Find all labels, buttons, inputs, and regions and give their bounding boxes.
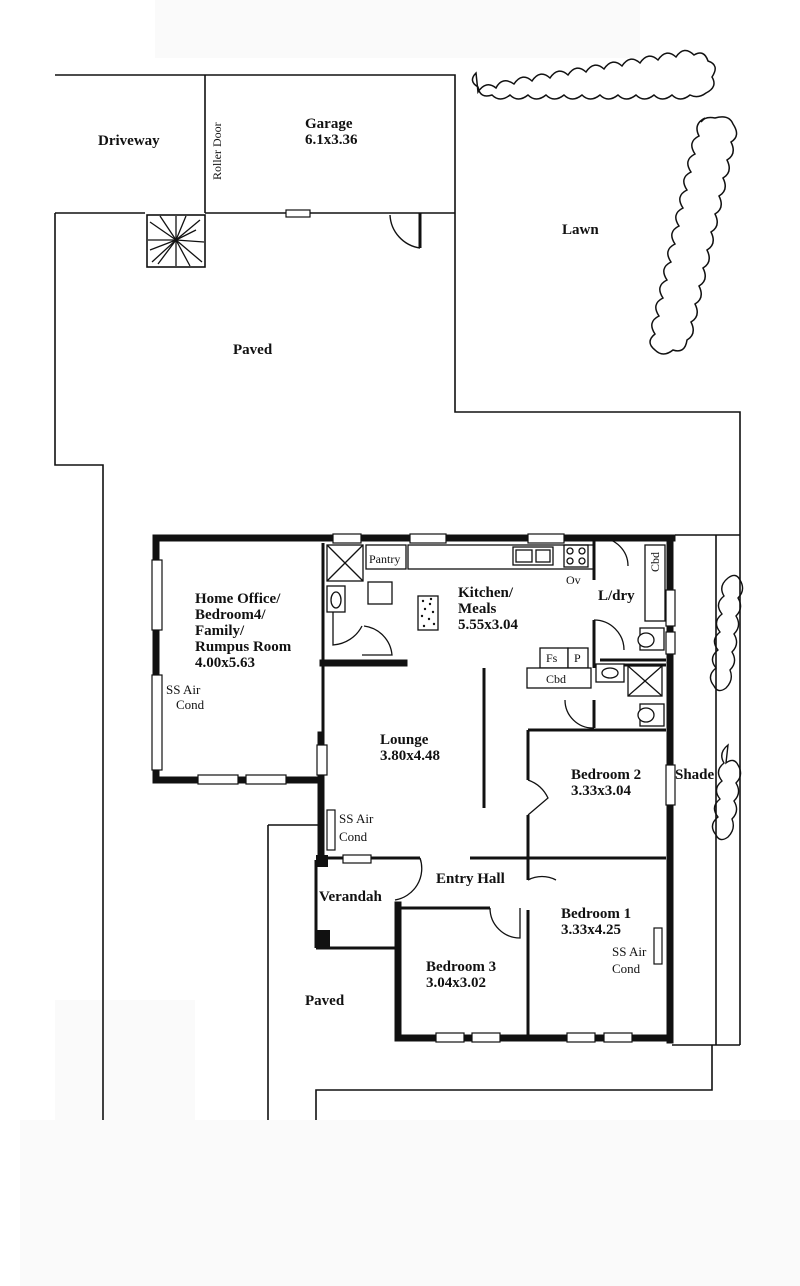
bedroom1-name: Bedroom 1 — [561, 906, 631, 922]
ss-air-office-line2: Cond — [176, 697, 205, 712]
kitchen-size: 5.55x3.04 — [458, 617, 519, 633]
kitchen-line2: Meals — [458, 601, 496, 617]
laundry-cabinet — [644, 544, 666, 622]
bottom-left-panel — [55, 1000, 195, 1120]
bedroom1-size: 3.33x4.25 — [561, 922, 621, 938]
hedge-right-icon — [649, 116, 738, 355]
top-panel — [155, 0, 640, 58]
pantry-box — [365, 544, 407, 570]
fixtures — [326, 544, 666, 727]
ss-air-bed1-line2: Cond — [612, 961, 641, 976]
laundry-label: L/dry — [598, 588, 635, 604]
hedge-top-icon — [471, 49, 716, 100]
bedroom3-name: Bedroom 3 — [426, 959, 496, 975]
cbd-box — [526, 667, 592, 689]
garage-name: Garage — [305, 116, 353, 132]
kitchen-island — [417, 595, 439, 631]
home-office-line1: Home Office/ — [195, 591, 281, 607]
garage-door-swing — [389, 213, 421, 249]
paved-top-label: Paved — [233, 342, 273, 358]
driveway-label: Driveway — [98, 133, 160, 149]
verandah-label: Verandah — [319, 889, 382, 905]
garage-window — [285, 209, 311, 218]
paved-bottom-label: Paved — [305, 993, 345, 1009]
laundry-cbd-label: Cbd — [648, 552, 662, 572]
home-office-line4: Rumpus Room — [195, 639, 292, 655]
kitchen-cbd-label: Cbd — [546, 672, 566, 686]
ss-air-office-line1: SS Air — [166, 682, 201, 697]
home-office-line2: Bedroom4/ — [195, 607, 266, 623]
bottom-panel — [20, 1120, 800, 1286]
ss-air-lounge-line1: SS Air — [339, 811, 374, 826]
door-swings — [332, 537, 629, 939]
garage-size: 6.1x3.36 — [305, 132, 358, 148]
home-office-line3: Family/ — [195, 623, 245, 639]
ss-air-bed1-line1: SS Air — [612, 944, 647, 959]
bedroom2-name: Bedroom 2 — [571, 767, 641, 783]
pantry-label: Pantry — [369, 552, 400, 566]
bedroom3-size: 3.04x3.02 — [426, 975, 486, 991]
fs-label: Fs — [546, 651, 558, 665]
home-office-size: 4.00x5.63 — [195, 655, 255, 671]
ss-air-lounge-line2: Cond — [339, 829, 368, 844]
lawn-label: Lawn — [562, 222, 599, 238]
p-label: P — [574, 651, 581, 665]
bench-stub — [367, 581, 393, 605]
kitchen-line1: Kitchen/ — [458, 585, 514, 601]
entry-hall-label: Entry Hall — [436, 871, 505, 887]
plant-icon — [146, 214, 206, 268]
oven-label: Ov — [566, 573, 581, 587]
lounge-size: 3.80x4.48 — [380, 748, 440, 764]
roller-door-label: Roller Door — [210, 122, 224, 180]
bedroom2-size: 3.33x3.04 — [571, 783, 632, 799]
verandah-posts — [316, 855, 330, 948]
shade-label: Shade — [675, 767, 715, 783]
kitchen-bench — [407, 544, 595, 570]
island-dots — [420, 597, 436, 628]
windows — [151, 533, 676, 1043]
lounge-name: Lounge — [380, 732, 429, 748]
hedge-shade-icon — [709, 574, 744, 841]
